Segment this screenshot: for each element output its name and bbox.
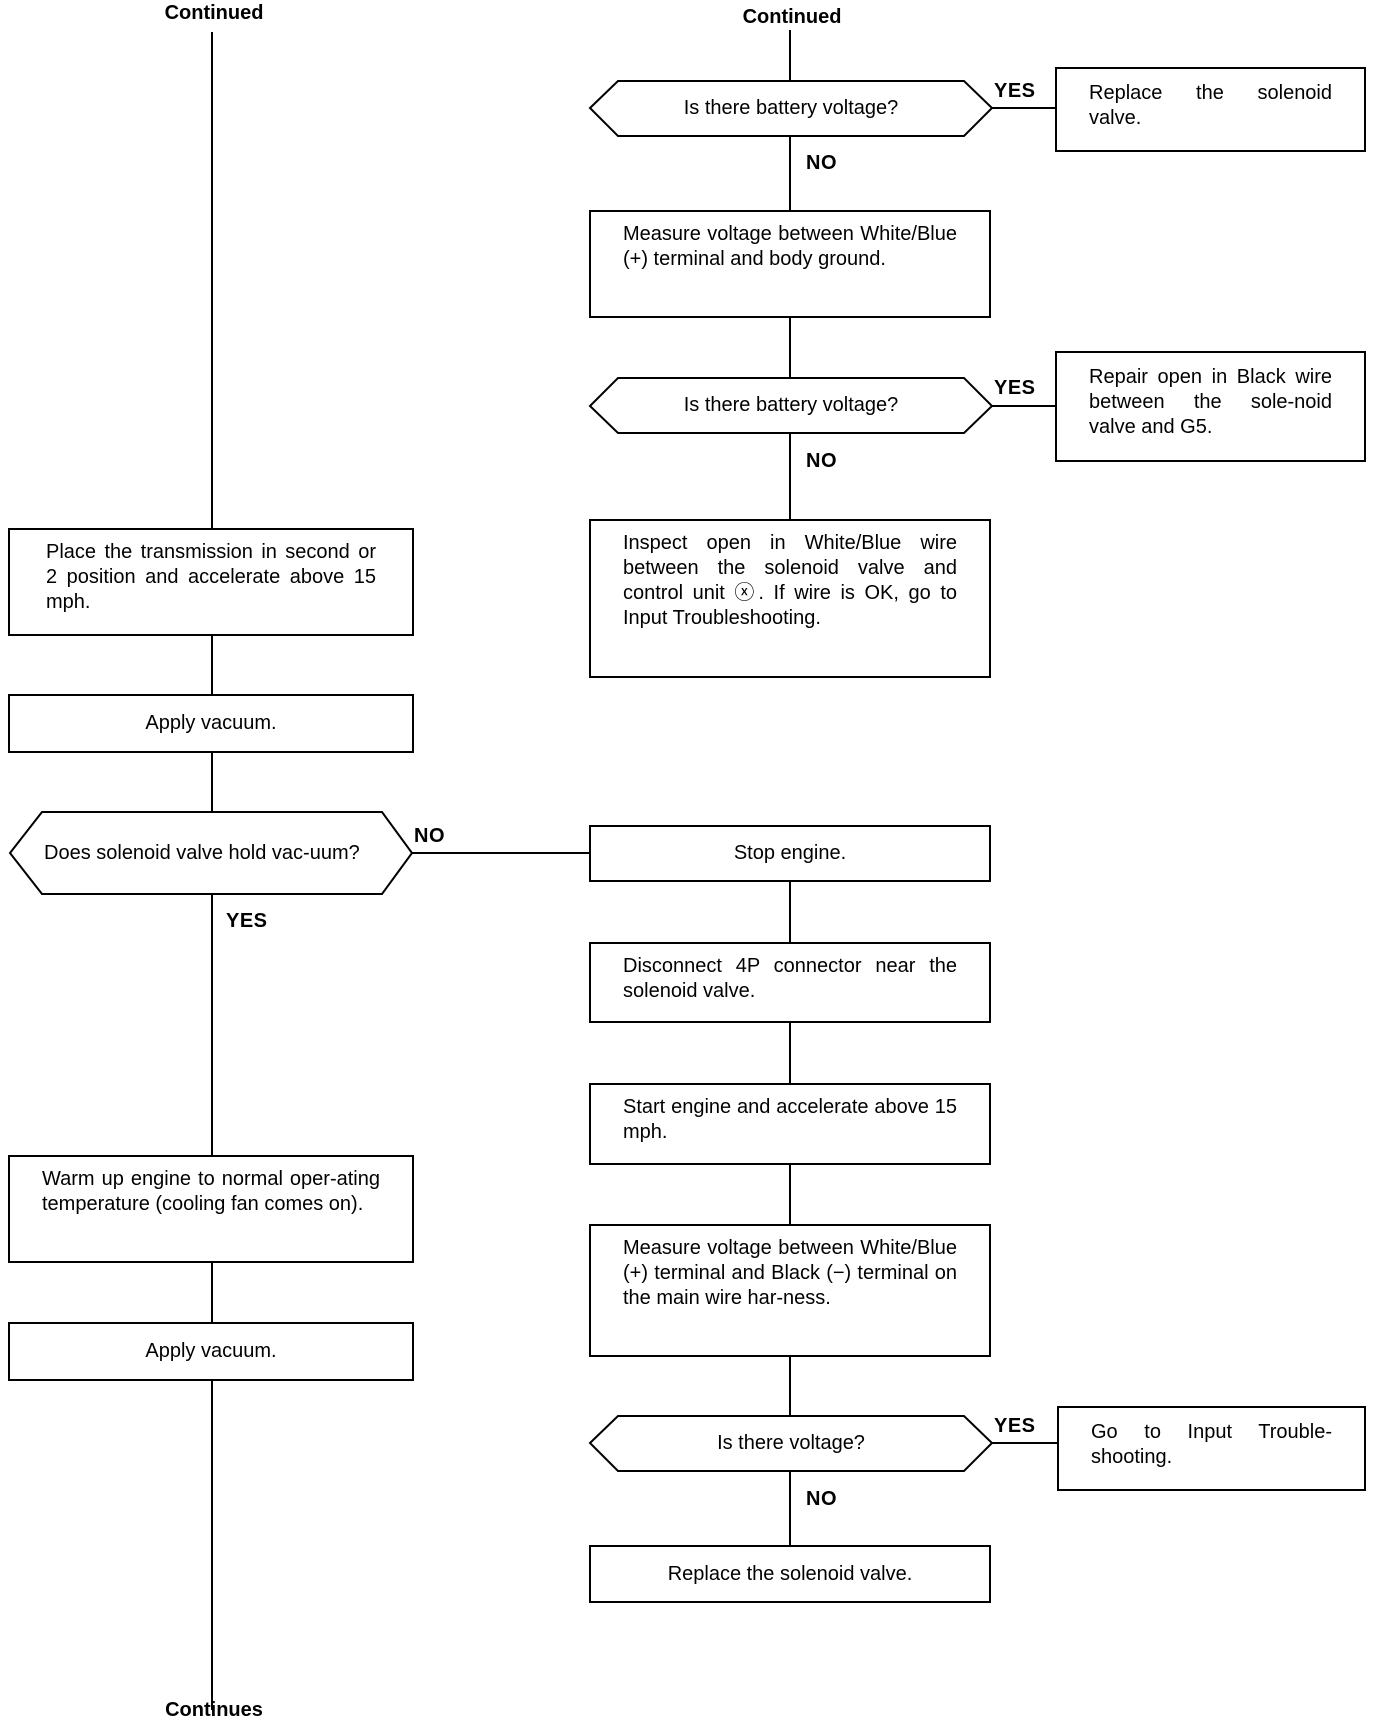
decision-text-hold-vacuum: Does solenoid valve hold vac-uum?	[44, 841, 360, 864]
continued-label-right: Continued	[742, 6, 842, 28]
action-replace-solenoid-1: Replace the solenoid valve.	[1055, 67, 1366, 152]
step-disconnect-4p-connector: Disconnect 4P connector near the solenoi…	[589, 942, 991, 1023]
decision-text-q3: Is there voltage?	[717, 1432, 865, 1454]
no-label-q3: NO	[806, 1488, 837, 1510]
yes-label-q3: YES	[994, 1415, 1036, 1437]
step-apply-vacuum-2: Apply vacuum.	[8, 1322, 414, 1381]
action-go-input-troubleshooting: Go to Input Trouble-shooting.	[1057, 1406, 1366, 1491]
continued-label-left: Continued	[164, 2, 264, 24]
no-label-hold: NO	[414, 825, 445, 847]
yes-label-q2: YES	[994, 377, 1036, 399]
decision-diamond-q3	[588, 1415, 994, 1472]
no-label-q1: NO	[806, 152, 837, 174]
decision-diamond-hold	[8, 811, 414, 895]
decision-text-q2: Is there battery voltage?	[683, 394, 899, 416]
continues-label-bottom: Continues	[165, 1699, 263, 1721]
step-replace-solenoid-valve: Replace the solenoid valve.	[589, 1545, 991, 1603]
decision-diamond-q2	[588, 377, 994, 434]
step-place-transmission: Place the transmission in second or 2 po…	[8, 528, 414, 636]
step-stop-engine: Stop engine.	[589, 825, 991, 882]
step-start-engine: Start engine and accelerate above 15 mph…	[589, 1083, 991, 1165]
decision-text-q1: Is there battery voltage?	[683, 97, 899, 119]
step-inspect-open-wire: Inspect open in White/Blue wire between …	[589, 519, 991, 678]
step-apply-vacuum-1: Apply vacuum.	[8, 694, 414, 753]
action-repair-open-black-wire: Repair open in Black wire between the so…	[1055, 351, 1366, 462]
decision-diamond-q1	[588, 80, 994, 137]
yes-label-q1: YES	[994, 80, 1036, 102]
yes-label-hold: YES	[226, 910, 268, 932]
step-measure-body-ground: Measure voltage between White/Blue (+) t…	[589, 210, 991, 318]
no-label-q2: NO	[806, 450, 837, 472]
step-measure-harness: Measure voltage between White/Blue (+) t…	[589, 1224, 991, 1357]
step-warm-up-engine: Warm up engine to normal oper-ating temp…	[8, 1155, 414, 1263]
